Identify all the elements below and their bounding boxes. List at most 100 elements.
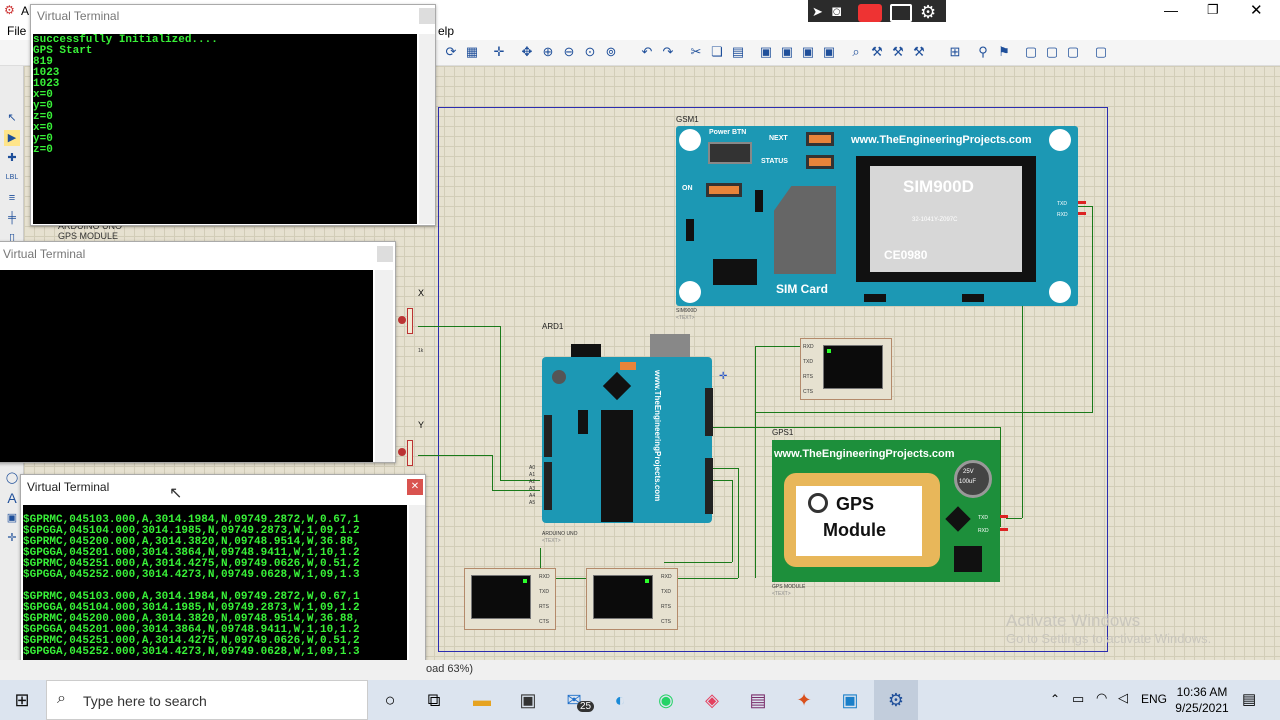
- virtual-terminal-window-2[interactable]: Virtual Terminal: [0, 241, 396, 463]
- cut-icon[interactable]: ✂: [690, 44, 702, 59]
- pointer-icon[interactable]: ➤: [812, 4, 823, 19]
- vt3-close-button[interactable]: ✕: [407, 479, 423, 495]
- select-mode-icon[interactable]: ↖: [7, 112, 17, 124]
- app-icon-blue[interactable]: ▣: [841, 690, 859, 710]
- taskbar-search[interactable]: ⌕ Type here to search: [46, 680, 368, 720]
- mini-virtual-terminal[interactable]: RXD TXD RTS CTS: [586, 568, 678, 630]
- wire: [755, 427, 1000, 428]
- potentiometer-x[interactable]: X 1k: [398, 286, 424, 360]
- gsm-on-label: ON: [682, 185, 693, 192]
- component-mode-icon[interactable]: ▶: [4, 130, 20, 146]
- pan-icon[interactable]: ✥: [521, 44, 533, 59]
- zoom-out-icon[interactable]: ⊖: [563, 44, 575, 59]
- vt2-output[interactable]: [0, 270, 373, 462]
- make-device-icon[interactable]: ⚒: [871, 44, 883, 59]
- gsm-rxd-pin[interactable]: [1078, 212, 1086, 215]
- block-move-icon[interactable]: ▣: [780, 44, 794, 59]
- mini-virtual-terminal[interactable]: RXD TXD RTS CTS: [800, 338, 892, 400]
- app-icon-winrar[interactable]: ▤: [749, 690, 767, 710]
- battery-icon[interactable]: ▭: [1072, 691, 1085, 706]
- subcircuit-icon[interactable]: ▯: [8, 232, 16, 244]
- gps-rxd-pin[interactable]: [1000, 528, 1008, 531]
- vt2-title[interactable]: Virtual Terminal: [3, 247, 86, 261]
- new-sheet-icon[interactable]: ▢: [1024, 44, 1038, 59]
- notifications-icon[interactable]: ▤: [1242, 691, 1257, 708]
- grid-icon[interactable]: ▦: [465, 44, 479, 59]
- copy-icon[interactable]: ❏: [711, 44, 723, 59]
- vt3-title[interactable]: Virtual Terminal: [27, 480, 110, 494]
- undo-icon[interactable]: ↶: [641, 44, 653, 59]
- vt1-close-button[interactable]: [419, 8, 435, 24]
- volume-icon[interactable]: ◁: [1118, 690, 1128, 705]
- whatsapp-icon[interactable]: ◉: [658, 690, 674, 710]
- paste-icon[interactable]: ▤: [731, 44, 745, 59]
- goto-sheet-icon[interactable]: ▢: [1066, 44, 1080, 59]
- property-tool-icon[interactable]: ⚑: [998, 44, 1010, 59]
- taskbar-clock[interactable]: 10:36 AM 9/25/2021: [1172, 684, 1232, 716]
- zoom-area-icon[interactable]: ⊚: [605, 44, 617, 59]
- block-delete-icon[interactable]: ▣: [822, 44, 836, 59]
- minimize-icon[interactable]: —: [1164, 2, 1178, 18]
- virtual-terminal-window-3[interactable]: Virtual Terminal ✕ $GPRMC,045103.000,A,3…: [20, 474, 426, 680]
- app-icon-orange[interactable]: ✦: [796, 690, 812, 710]
- gps-txd-pin[interactable]: [1000, 515, 1008, 518]
- app-icon-pink[interactable]: ◈: [705, 690, 719, 710]
- wire-label-icon[interactable]: LBL: [5, 174, 19, 181]
- pot-x-label: X: [418, 288, 425, 298]
- screenshot-icon[interactable]: [890, 4, 912, 22]
- store-icon[interactable]: ▣: [519, 690, 537, 710]
- close-icon[interactable]: ✕: [1250, 2, 1263, 19]
- vt3-scrollbar[interactable]: [409, 505, 425, 679]
- wifi-icon[interactable]: ◠: [1096, 690, 1108, 705]
- zoom-all-icon[interactable]: ⊙: [584, 44, 596, 59]
- vt1-title[interactable]: Virtual Terminal: [37, 9, 120, 23]
- zoom-in-icon[interactable]: ⊕: [542, 44, 554, 59]
- origin-icon[interactable]: ✛: [493, 44, 505, 59]
- wire: [500, 326, 501, 480]
- text-script-icon[interactable]: ≡: [8, 192, 16, 204]
- potentiometer-y[interactable]: Y: [398, 418, 424, 492]
- origin-tool-icon[interactable]: ✛: [7, 532, 17, 544]
- block-copy-icon[interactable]: ▣: [759, 44, 773, 59]
- vt2-scrollbar[interactable]: [375, 270, 393, 462]
- vt1-scrollbar[interactable]: [419, 34, 435, 224]
- remove-sheet-icon[interactable]: ▢: [1045, 44, 1059, 59]
- settings-icon[interactable]: ⚙: [920, 2, 937, 22]
- junction-mode-icon[interactable]: ✚: [7, 152, 17, 164]
- virtual-terminal-window-1[interactable]: Virtual Terminal successfully Initialize…: [30, 4, 436, 226]
- arduino-name: ARDUINO UNO: [542, 531, 578, 537]
- cortana-icon[interactable]: ○: [384, 690, 396, 710]
- restore-icon[interactable]: ❐: [1207, 2, 1219, 17]
- menu-help[interactable]: elp: [438, 24, 455, 38]
- vt3-output[interactable]: $GPRMC,045103.000,A,3014.1984,N,09749.28…: [23, 505, 407, 679]
- taskbar-active-app[interactable]: ⚙: [874, 680, 918, 720]
- menu-file[interactable]: File: [7, 24, 27, 38]
- reset-button[interactable]: [552, 370, 566, 384]
- language-indicator[interactable]: ENG: [1141, 692, 1168, 706]
- marker-icon[interactable]: ◯: [5, 472, 19, 484]
- bom-icon[interactable]: ▢: [1094, 44, 1108, 59]
- search-part-icon[interactable]: ⌕: [852, 44, 860, 59]
- tray-chevron-icon[interactable]: ⌃: [1050, 692, 1061, 706]
- vt2-close-button[interactable]: [377, 246, 393, 262]
- file-explorer-icon[interactable]: ▬: [473, 690, 491, 710]
- gsm-txd-pin[interactable]: [1078, 201, 1086, 204]
- buses-icon[interactable]: ╪: [8, 212, 16, 224]
- edge-icon[interactable]: ◐: [614, 690, 626, 710]
- symbol-tool-icon[interactable]: ▣: [6, 512, 18, 524]
- record-icon[interactable]: [858, 4, 882, 22]
- wire-autoroute-icon[interactable]: ⊞: [949, 44, 961, 59]
- text-tool-icon[interactable]: A: [7, 490, 17, 506]
- block-rotate-icon[interactable]: ▣: [801, 44, 815, 59]
- redo-icon[interactable]: ↷: [662, 44, 674, 59]
- refresh-icon[interactable]: ⟳: [445, 44, 457, 59]
- pack-device-icon[interactable]: ⚒: [892, 44, 904, 59]
- decompose-icon[interactable]: ⚒: [913, 44, 925, 59]
- windows-start-icon[interactable]: ⊞: [14, 690, 30, 710]
- mini-virtual-terminal[interactable]: RXD TXD RTS CTS: [464, 568, 556, 630]
- power-button[interactable]: [708, 142, 752, 164]
- search-tag-icon[interactable]: ⚲: [978, 44, 988, 59]
- camera-icon[interactable]: ◙: [832, 3, 842, 20]
- task-view-icon[interactable]: ⧉: [427, 690, 441, 710]
